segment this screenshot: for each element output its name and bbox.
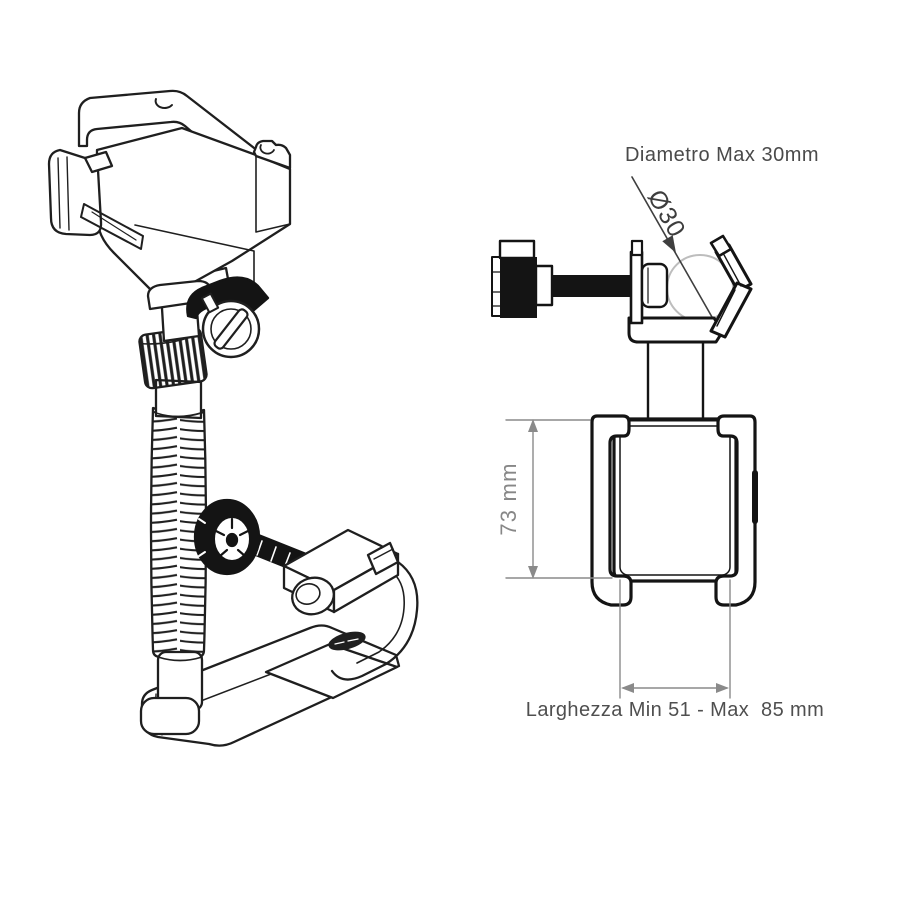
- side-clamp-assembly: [627, 234, 753, 344]
- diameter-symbol-label: Ø30: [642, 185, 691, 243]
- side-knob: [491, 239, 632, 318]
- side-button-bump: [752, 470, 758, 524]
- swivel-joint: [186, 276, 270, 359]
- cradle-left-jaw-lip: [83, 150, 114, 174]
- base-foot: [139, 696, 201, 736]
- knob-collar: [534, 264, 554, 307]
- isometric-view: [47, 89, 419, 747]
- dimension-width: [619, 579, 731, 699]
- gooseneck-base: [139, 650, 204, 736]
- cradle-right-lip: [252, 139, 292, 170]
- swivel-collar: [186, 276, 270, 320]
- diameter-note-label: Diametro Max 30mm: [625, 144, 819, 166]
- brand-oval-logo: [328, 631, 366, 651]
- stem: [646, 336, 705, 424]
- phone-cradle-front: [590, 414, 758, 607]
- thumbscrew: [200, 292, 261, 359]
- knob-body: [500, 257, 537, 318]
- clamp-arm-lower: [709, 281, 753, 339]
- knob-cap: [498, 239, 536, 260]
- clamp-plate: [629, 250, 644, 325]
- side-view: Diametro Max 30mm Ø30 73 mm Larghezza Mi…: [491, 144, 824, 721]
- width-dimension-label: Larghezza Min 51 - Max 85 mm: [526, 699, 824, 721]
- pressure-pad: [640, 262, 669, 309]
- clamp-tip-tab: [709, 234, 733, 258]
- c-clamp-hook: [264, 528, 419, 700]
- screw-slot: [213, 308, 249, 350]
- diameter-leader: [631, 176, 713, 318]
- height-dimension-label: 73 mm: [496, 462, 521, 535]
- clamp-boss: [291, 576, 335, 616]
- cradle-back-plate: [612, 417, 738, 583]
- threaded-rod: [551, 275, 632, 297]
- leader-arrowhead: [662, 235, 676, 253]
- phone-cradle-iso: [47, 89, 292, 311]
- dimension-height: [505, 419, 613, 579]
- cradle-jaw-left: [590, 414, 633, 607]
- clamp-knob: [193, 498, 261, 576]
- clamp-bottom-flange: [627, 316, 725, 344]
